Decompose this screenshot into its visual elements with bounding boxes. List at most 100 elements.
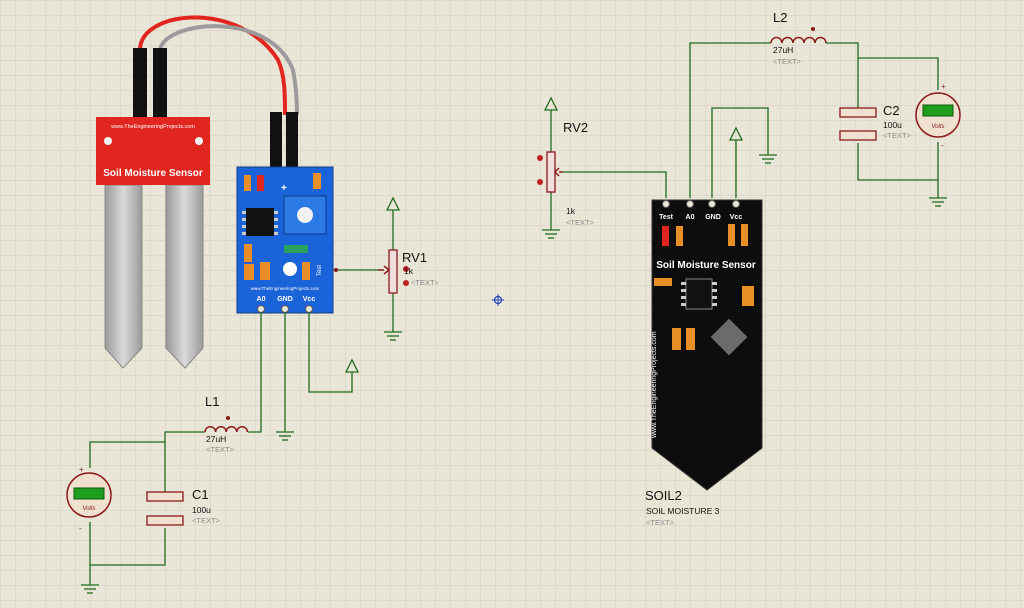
voltmeter-right-minus: - [941,141,944,150]
probe-prong-right [165,184,204,369]
voltmeter-left[interactable]: Volts + - [66,465,112,533]
module-pin-vcc-pad[interactable] [305,305,313,313]
soil2-model: SOIL MOISTURE 3 [646,506,720,516]
l2-text: <TEXT> [773,57,802,66]
probe-header-2 [153,48,167,118]
rv1-value: 1k [404,266,414,276]
l1-value: 27uH [206,434,226,444]
soil2-chip-diamond [710,318,748,356]
soil2-text: <TEXT> [646,518,675,527]
l2-inductor[interactable]: L2 27uH <TEXT> [770,10,827,66]
probe-header-1 [133,48,147,118]
module-header-2 [286,112,298,184]
rv2-text: <TEXT> [566,218,595,227]
rv2-potentiometer[interactable]: RV2 1k <TEXT> [537,96,595,227]
soil2-led-1 [662,226,669,246]
soil2-pin-vcc: Vcc [730,214,743,221]
module-resistor-3 [244,244,252,262]
soil2-gnd-ground-icon [759,154,777,164]
soil2-pin-vcc-pad[interactable] [732,200,740,208]
vcc-power-terminal-left [344,358,360,373]
vcc-power-terminal-right [728,126,744,141]
right-circuit-wires [550,42,939,230]
soil2-pin-a0-pad[interactable] [686,200,694,208]
probe-hole-right [195,137,203,145]
rv2-body [546,151,556,193]
c1-text: <TEXT> [192,516,221,525]
rv1-power-terminal [385,196,401,211]
c2-text: <TEXT> [883,131,912,140]
c2-ref: C2 [883,103,900,118]
soil2-ic-pins [681,282,717,306]
c2-value: 100u [883,120,902,130]
probe-prong-left [104,184,143,369]
soil2-board [651,199,763,491]
voltmeter-right-plus: + [941,82,946,91]
probe-hole-left [104,137,112,145]
soil2-ic [685,278,713,310]
l1-ground-icon [276,431,294,441]
c1-capacitor[interactable]: C1 100u <TEXT> [146,487,221,526]
soil2-resistor-7 [686,328,695,350]
probe-board [96,117,210,185]
module-resistor-4 [244,264,254,280]
module-pin-a0-pad[interactable] [257,305,265,313]
module-header-1 [270,112,282,184]
c1-value: 100u [192,505,211,515]
c1-plate-top [146,491,184,502]
module-trimpot-knob [297,207,313,223]
right-ground-icon [929,197,947,207]
rv2-ground-icon [542,229,560,239]
blue-sensor-module[interactable]: + Test www.TheEngineeringProjects.com A0… [236,112,334,314]
rv1-body [388,249,398,294]
module-cap-green [284,245,308,253]
soil2-pin-test: Test [659,214,674,221]
voltmeter-left-plus: + [79,465,84,474]
soil2-resistor-4 [654,278,672,286]
soil2-sensor[interactable]: Test A0 GND Vcc Soil Moisture Sensor www… [651,199,763,491]
module-plus-label: + [281,183,287,194]
module-website: www.TheEngineeringProjects.com [251,286,320,291]
module-pin-gnd-pad[interactable] [281,305,289,313]
voltmeter-left-minus: - [79,524,82,533]
module-led-1 [257,175,264,191]
soil2-resistor-1 [676,226,683,246]
crosshair-cursor-icon [492,294,504,306]
l2-coil [770,36,827,44]
rv1-potentiometer[interactable]: RV1 1k <TEXT> [334,196,440,294]
voltmeter-left-label: Volts [82,506,95,512]
module-ic-pins [242,211,278,235]
module-pin-a0: A0 [257,296,266,303]
soil-probe[interactable]: www.TheEngineeringProjects.com Soil Mois… [96,15,299,369]
probe-website: www.TheEngineeringProjects.com [110,124,195,130]
soil2-pin-a0: A0 [686,214,695,221]
rv2-ref: RV2 [563,120,588,135]
l1-inductor[interactable]: L1 27uH <TEXT> [204,394,249,454]
soil2-pin-test-pad[interactable] [662,200,670,208]
c2-capacitor[interactable]: C2 100u <TEXT> [839,103,912,141]
soil2-ref: SOIL2 [645,488,682,503]
voltmeter-right-display [922,104,954,117]
module-led-white [283,262,297,276]
module-board [236,166,334,314]
module-pin-vcc: Vcc [303,296,316,303]
soil2-resistor-2 [728,224,735,246]
left-ground-icon [81,584,99,594]
l1-coil [204,426,249,433]
probe-gray-wire [158,24,299,116]
rv2-power-terminal [543,96,559,111]
module-test-label: Test [317,265,323,276]
l1-text: <TEXT> [206,445,235,454]
soil2-pin-gnd-pad[interactable] [708,200,716,208]
probe-title: Soil Moisture Sensor [103,168,203,179]
soil2-resistor-5 [742,286,754,306]
rv1-wiper [378,265,391,275]
soil2-pin-gnd: GND [705,214,721,221]
probe-red-wire [138,15,287,116]
module-ic [246,208,274,236]
l2-value: 27uH [773,45,793,55]
voltmeter-right[interactable]: Volts + - [915,82,961,150]
module-resistor-6 [302,262,310,280]
voltmeter-left-display [73,487,105,500]
